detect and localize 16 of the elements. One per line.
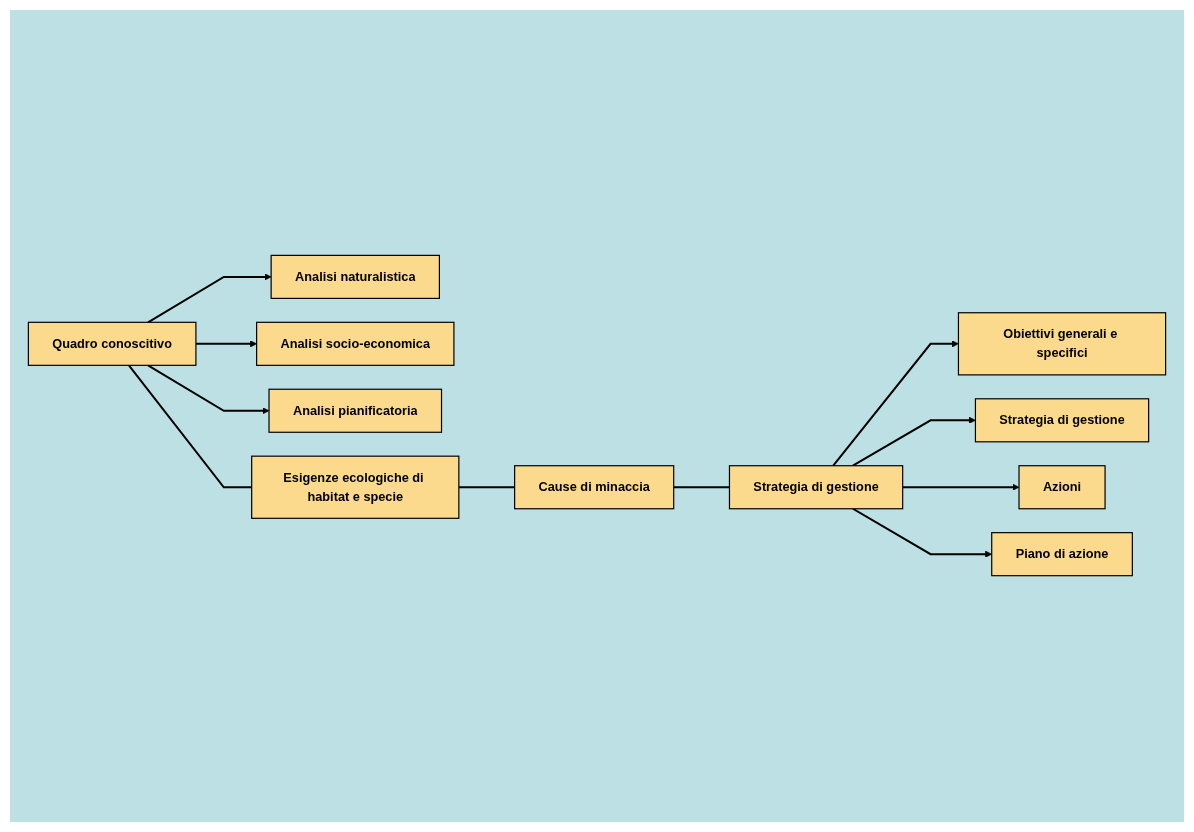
node-box <box>1018 465 1106 510</box>
node-box <box>256 322 455 367</box>
node-box <box>251 456 460 520</box>
node-box <box>957 312 1167 376</box>
arrow <box>851 417 976 468</box>
node-box <box>514 465 675 510</box>
node-box <box>270 255 440 300</box>
arrow <box>832 340 959 468</box>
node-box <box>268 389 443 434</box>
node-box <box>728 465 904 510</box>
node-box <box>27 322 197 367</box>
node-box <box>974 398 1150 443</box>
node-box <box>991 532 1133 577</box>
arrow <box>147 273 272 324</box>
diagram-background: Quadro conoscitivo Analisi naturalistica Analisi socio-economica Analisi pianificatoria Esigenze ecologiche di habitat e specie Cause di minaccia Strategia di gestione Obiettivi generali e specifici Strategia di gestione Azioni Piano di azione <box>10 10 1184 822</box>
arrow <box>147 364 270 415</box>
